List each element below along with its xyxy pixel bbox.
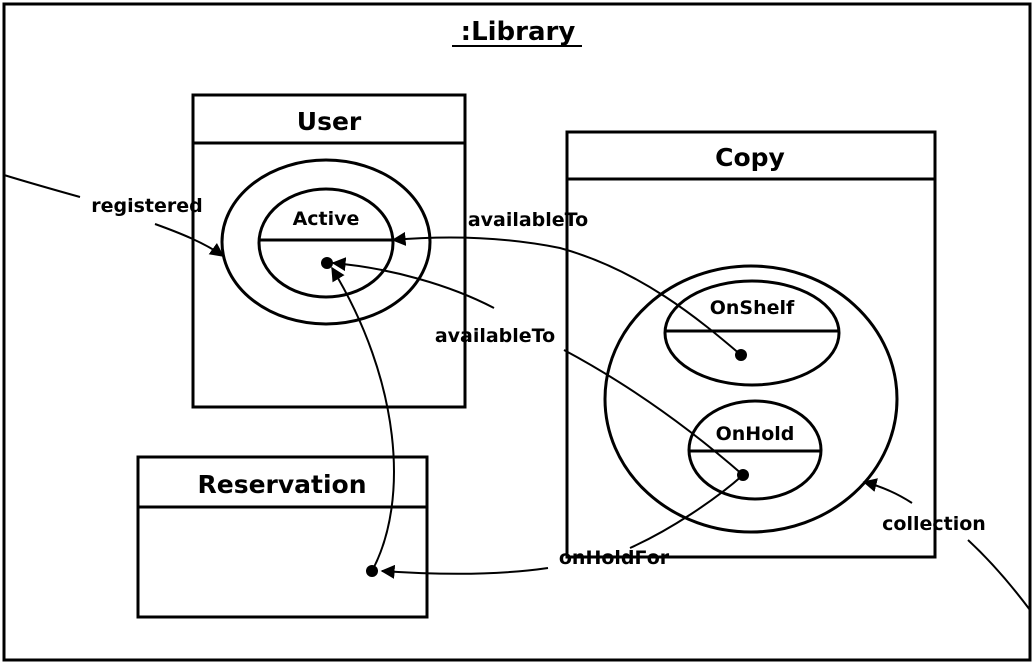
available-to-edge-2b	[563, 349, 744, 476]
on-hold-state	[687, 399, 823, 501]
active-state-inner	[257, 187, 395, 299]
on-shelf-state	[663, 279, 841, 387]
active-dot	[321, 257, 333, 269]
active-state-outer	[220, 158, 432, 326]
available-to-label-1: availableTo	[468, 209, 588, 231]
available-to-edge-2a	[331, 257, 495, 309]
registered-edge	[3, 174, 81, 198]
collection-ellipse	[603, 264, 899, 534]
reservation-to-active-edge	[331, 266, 395, 572]
on-hold-for-from-onhold	[629, 474, 744, 549]
reservation-class-name: Reservation	[197, 470, 366, 499]
copy-class: Copy	[565, 130, 937, 559]
user-class-name: User	[297, 107, 362, 136]
registered-arrow	[154, 223, 225, 257]
on-hold-label: OnHold	[716, 423, 795, 445]
on-hold-for-arrow	[380, 564, 549, 579]
available-to-edge-1	[391, 231, 742, 356]
copy-class-name: Copy	[715, 143, 785, 172]
on-hold-for-label: onHoldFor	[559, 547, 670, 569]
reservation-class: Reservation	[136, 455, 429, 619]
library-title: :Library	[461, 17, 576, 47]
registered-label: registered	[91, 195, 203, 217]
collection-arrow	[862, 478, 913, 504]
user-class: User	[191, 93, 467, 409]
active-state-label: Active	[293, 208, 360, 230]
on-shelf-label: OnShelf	[710, 297, 795, 319]
collection-edge	[967, 539, 1031, 611]
collection-label: collection	[882, 513, 986, 535]
available-to-label-2: availableTo	[435, 325, 555, 347]
